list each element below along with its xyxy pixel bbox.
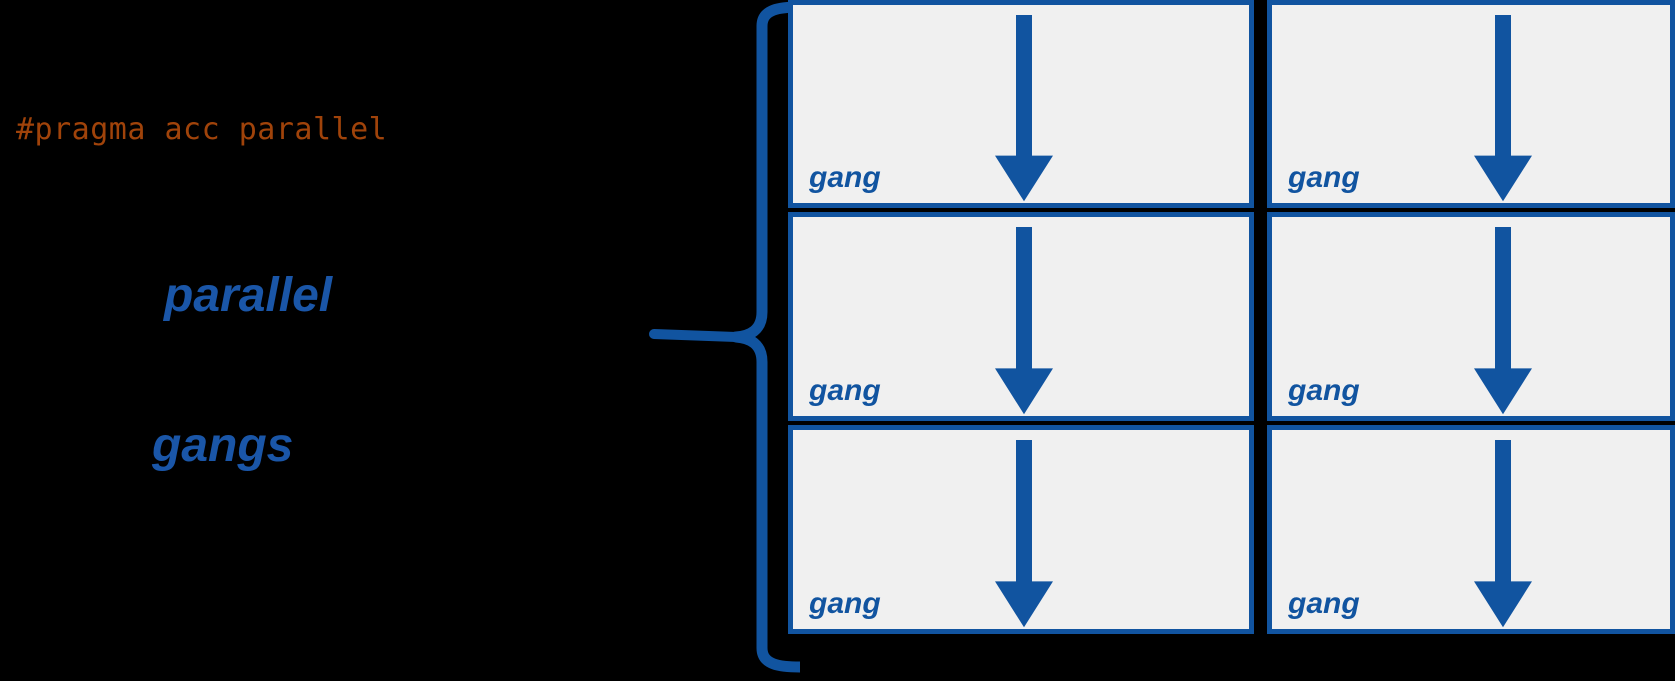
gang-label: gang: [809, 374, 881, 407]
down-arrow-icon: [1468, 440, 1538, 629]
gang-label: gang: [1288, 587, 1360, 620]
keyword-label-parallel: parallel: [164, 269, 333, 322]
gang-cell[interactable]: gang: [788, 212, 1254, 421]
gang-label: gang: [1288, 161, 1360, 194]
gang-cell[interactable]: gang: [1267, 0, 1675, 208]
pragma-code-label: #pragma acc parallel: [16, 112, 388, 147]
gang-cell[interactable]: gang: [1267, 212, 1675, 421]
gang-cell[interactable]: gang: [788, 425, 1254, 634]
down-arrow-icon: [989, 15, 1059, 203]
gang-grid: gang gang gang gang: [788, 0, 1675, 640]
down-arrow-icon: [1468, 227, 1538, 416]
gang-cell[interactable]: gang: [788, 0, 1254, 208]
gang-cell[interactable]: gang: [1267, 425, 1675, 634]
curly-brace-icon: [649, 1, 806, 673]
gang-label: gang: [1288, 374, 1360, 407]
gang-label: gang: [809, 161, 881, 194]
down-arrow-icon: [1468, 15, 1538, 203]
gang-label: gang: [809, 587, 881, 620]
left-curly-brace: [640, 0, 806, 676]
keyword-label-gangs: gangs: [152, 419, 294, 472]
down-arrow-icon: [989, 227, 1059, 416]
down-arrow-icon: [989, 440, 1059, 629]
